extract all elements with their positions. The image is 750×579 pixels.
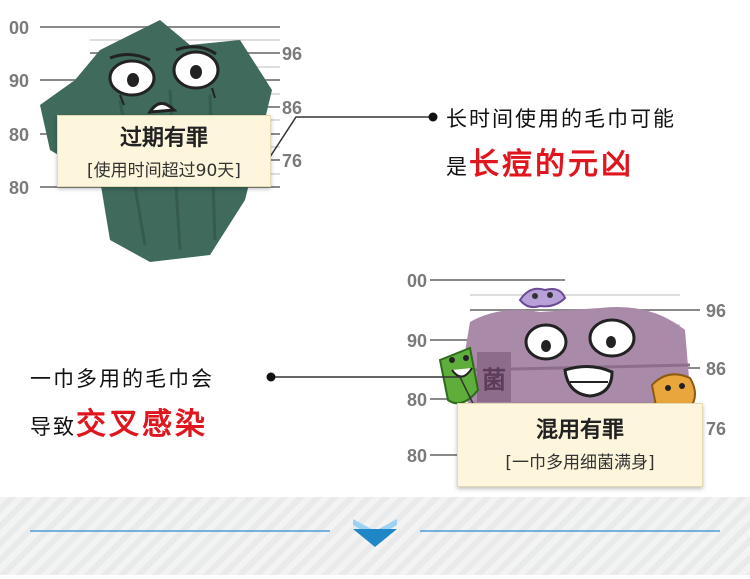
card-title: 混用有罪 bbox=[535, 418, 624, 443]
callout-text: 一巾多用的毛巾会 bbox=[30, 367, 214, 391]
purple-towel-illustration: 菌 bbox=[438, 287, 696, 418]
card-subtitle: [一巾多用细菌满身] bbox=[505, 453, 655, 473]
scale-label: 96 bbox=[282, 44, 303, 64]
callout-expired: 长时间使用的毛巾可能 是长痘的元凶 bbox=[446, 103, 676, 183]
germ-purple-icon bbox=[518, 287, 567, 309]
section-divider-footer bbox=[0, 497, 750, 575]
scale-label: 80 bbox=[9, 125, 30, 145]
chevron-down-icon[interactable] bbox=[353, 519, 397, 547]
panel-mixed-use: 菌 bbox=[0, 260, 750, 500]
scale-label: 90 bbox=[9, 71, 30, 91]
callout-highlight: 长痘的元凶 bbox=[469, 147, 634, 182]
callout-text: 长时间使用的毛巾可能 bbox=[446, 107, 676, 131]
scale-label: 80 bbox=[407, 446, 428, 466]
bag-text: 菌 bbox=[482, 366, 506, 394]
germ-green-icon bbox=[438, 346, 480, 405]
title-card-mixed: 混用有罪 [一巾多用细菌满身] bbox=[457, 403, 703, 487]
scale-label: 76 bbox=[706, 419, 727, 439]
callout-highlight: 交叉感染 bbox=[76, 407, 208, 442]
card-title: 过期有罪 bbox=[119, 126, 208, 151]
sad-face-icon bbox=[108, 45, 220, 114]
height-chart-2: 菌 bbox=[266, 279, 700, 456]
scale-label: 86 bbox=[282, 98, 303, 118]
callout-mixed: 一巾多用的毛巾会 导致交叉感染 bbox=[30, 363, 214, 443]
scale-label: 80 bbox=[407, 390, 428, 410]
scale-label: 90 bbox=[407, 331, 428, 351]
callout-prefix: 是 bbox=[446, 155, 469, 179]
panel-expired: 00 90 80 80 96 86 76 过期有罪 [使用时间超过90天] 长时… bbox=[0, 0, 750, 270]
scale-label: 76 bbox=[282, 151, 303, 171]
callout-prefix: 导致 bbox=[30, 415, 76, 439]
footer-divider bbox=[30, 519, 720, 547]
title-card-expired: 过期有罪 [使用时间超过90天] bbox=[57, 115, 271, 187]
card-subtitle: [使用时间超过90天] bbox=[87, 161, 241, 181]
scale-label: 00 bbox=[9, 18, 30, 38]
scale-label: 80 bbox=[9, 178, 30, 198]
scared-face-icon bbox=[524, 318, 636, 398]
scale-label: 96 bbox=[706, 301, 727, 321]
scale-label: 00 bbox=[407, 271, 428, 291]
scale-label: 86 bbox=[706, 359, 727, 379]
